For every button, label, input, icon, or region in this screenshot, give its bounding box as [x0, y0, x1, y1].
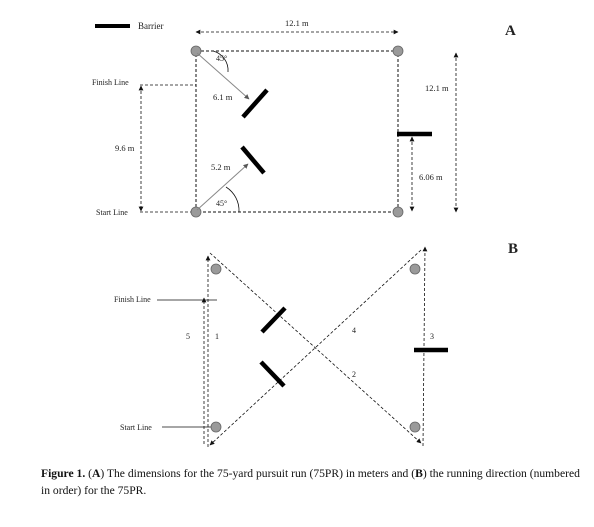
cone-a-top-left	[190, 45, 202, 57]
panel-a-lower-angle-arc	[225, 186, 240, 213]
panel-a-upper-barrier	[241, 88, 269, 119]
figure-1: Barrier A 12.1 m 12.1 m Finish Line Star…	[92, 18, 518, 447]
caption-b-text: ) the running direction (numbered in ord…	[41, 467, 580, 497]
panel-a-height-label: 12.1 m	[425, 83, 449, 93]
run-number-5: 5	[186, 332, 190, 341]
panel-a-upper-angle-arc	[212, 50, 229, 73]
panel-b-finish-label: Finish Line	[114, 295, 151, 304]
legend-barrier-label: Barrier	[138, 21, 163, 31]
panel-a-width-label: 12.1 m	[285, 18, 309, 28]
panel-b: B Finish Line Start Line 1 2 3 4 5	[114, 241, 518, 447]
run-path-4	[209, 249, 422, 446]
panel-a-separation-label: 9.6 m	[115, 143, 135, 153]
panel-b-upper-barrier	[260, 306, 287, 334]
panel-a-lower-barrier	[240, 145, 266, 175]
figure-caption: Figure 1. (A) The dimensions for the 75-…	[41, 465, 581, 499]
cone-a-bottom-left	[190, 206, 202, 218]
caption-a-label: A	[92, 467, 101, 480]
run-number-1: 1	[215, 332, 219, 341]
panel-a-upper-angle-label: 45°	[216, 54, 227, 63]
run-number-2: 2	[352, 370, 356, 379]
caption-fig-label: Figure 1.	[41, 467, 86, 480]
panel-a-start-label: Start Line	[96, 208, 128, 217]
panel-a-finish-label: Finish Line	[92, 78, 129, 87]
caption-paren: (	[85, 467, 92, 480]
panel-a-upper-diag-label: 6.1 m	[213, 92, 233, 102]
panel-a-course-rect	[195, 50, 399, 213]
run-path-3	[422, 246, 428, 447]
panel-a: A 12.1 m 12.1 m Finish Line Start Line 9…	[92, 18, 516, 218]
run-path-2	[209, 252, 422, 444]
caption-a-text: ) The dimensions for the 75-yard pursuit…	[100, 467, 416, 480]
panel-a-upper-diagonal	[196, 52, 250, 100]
panel-b-letter: B	[508, 241, 518, 257]
cone-a-bottom-right	[392, 206, 404, 218]
panel-a-letter: A	[505, 23, 516, 39]
cone-b-bottom-left	[210, 421, 222, 433]
panel-a-lower-diag-label: 5.2 m	[211, 162, 231, 172]
cone-b-top-left	[210, 263, 222, 275]
caption-b-label: B	[415, 467, 423, 480]
panel-a-right-barrier-label: 6.06 m	[419, 172, 443, 182]
run-number-3: 3	[430, 332, 434, 341]
panel-b-start-label: Start Line	[120, 423, 152, 432]
cone-b-bottom-right	[409, 421, 421, 433]
cone-a-top-right	[392, 45, 404, 57]
panel-b-lower-barrier	[259, 360, 286, 388]
cone-b-top-right	[409, 263, 421, 275]
run-number-4: 4	[352, 326, 356, 335]
panel-a-lower-diagonal	[196, 163, 249, 211]
panel-a-lower-angle-label: 45°	[216, 199, 227, 208]
